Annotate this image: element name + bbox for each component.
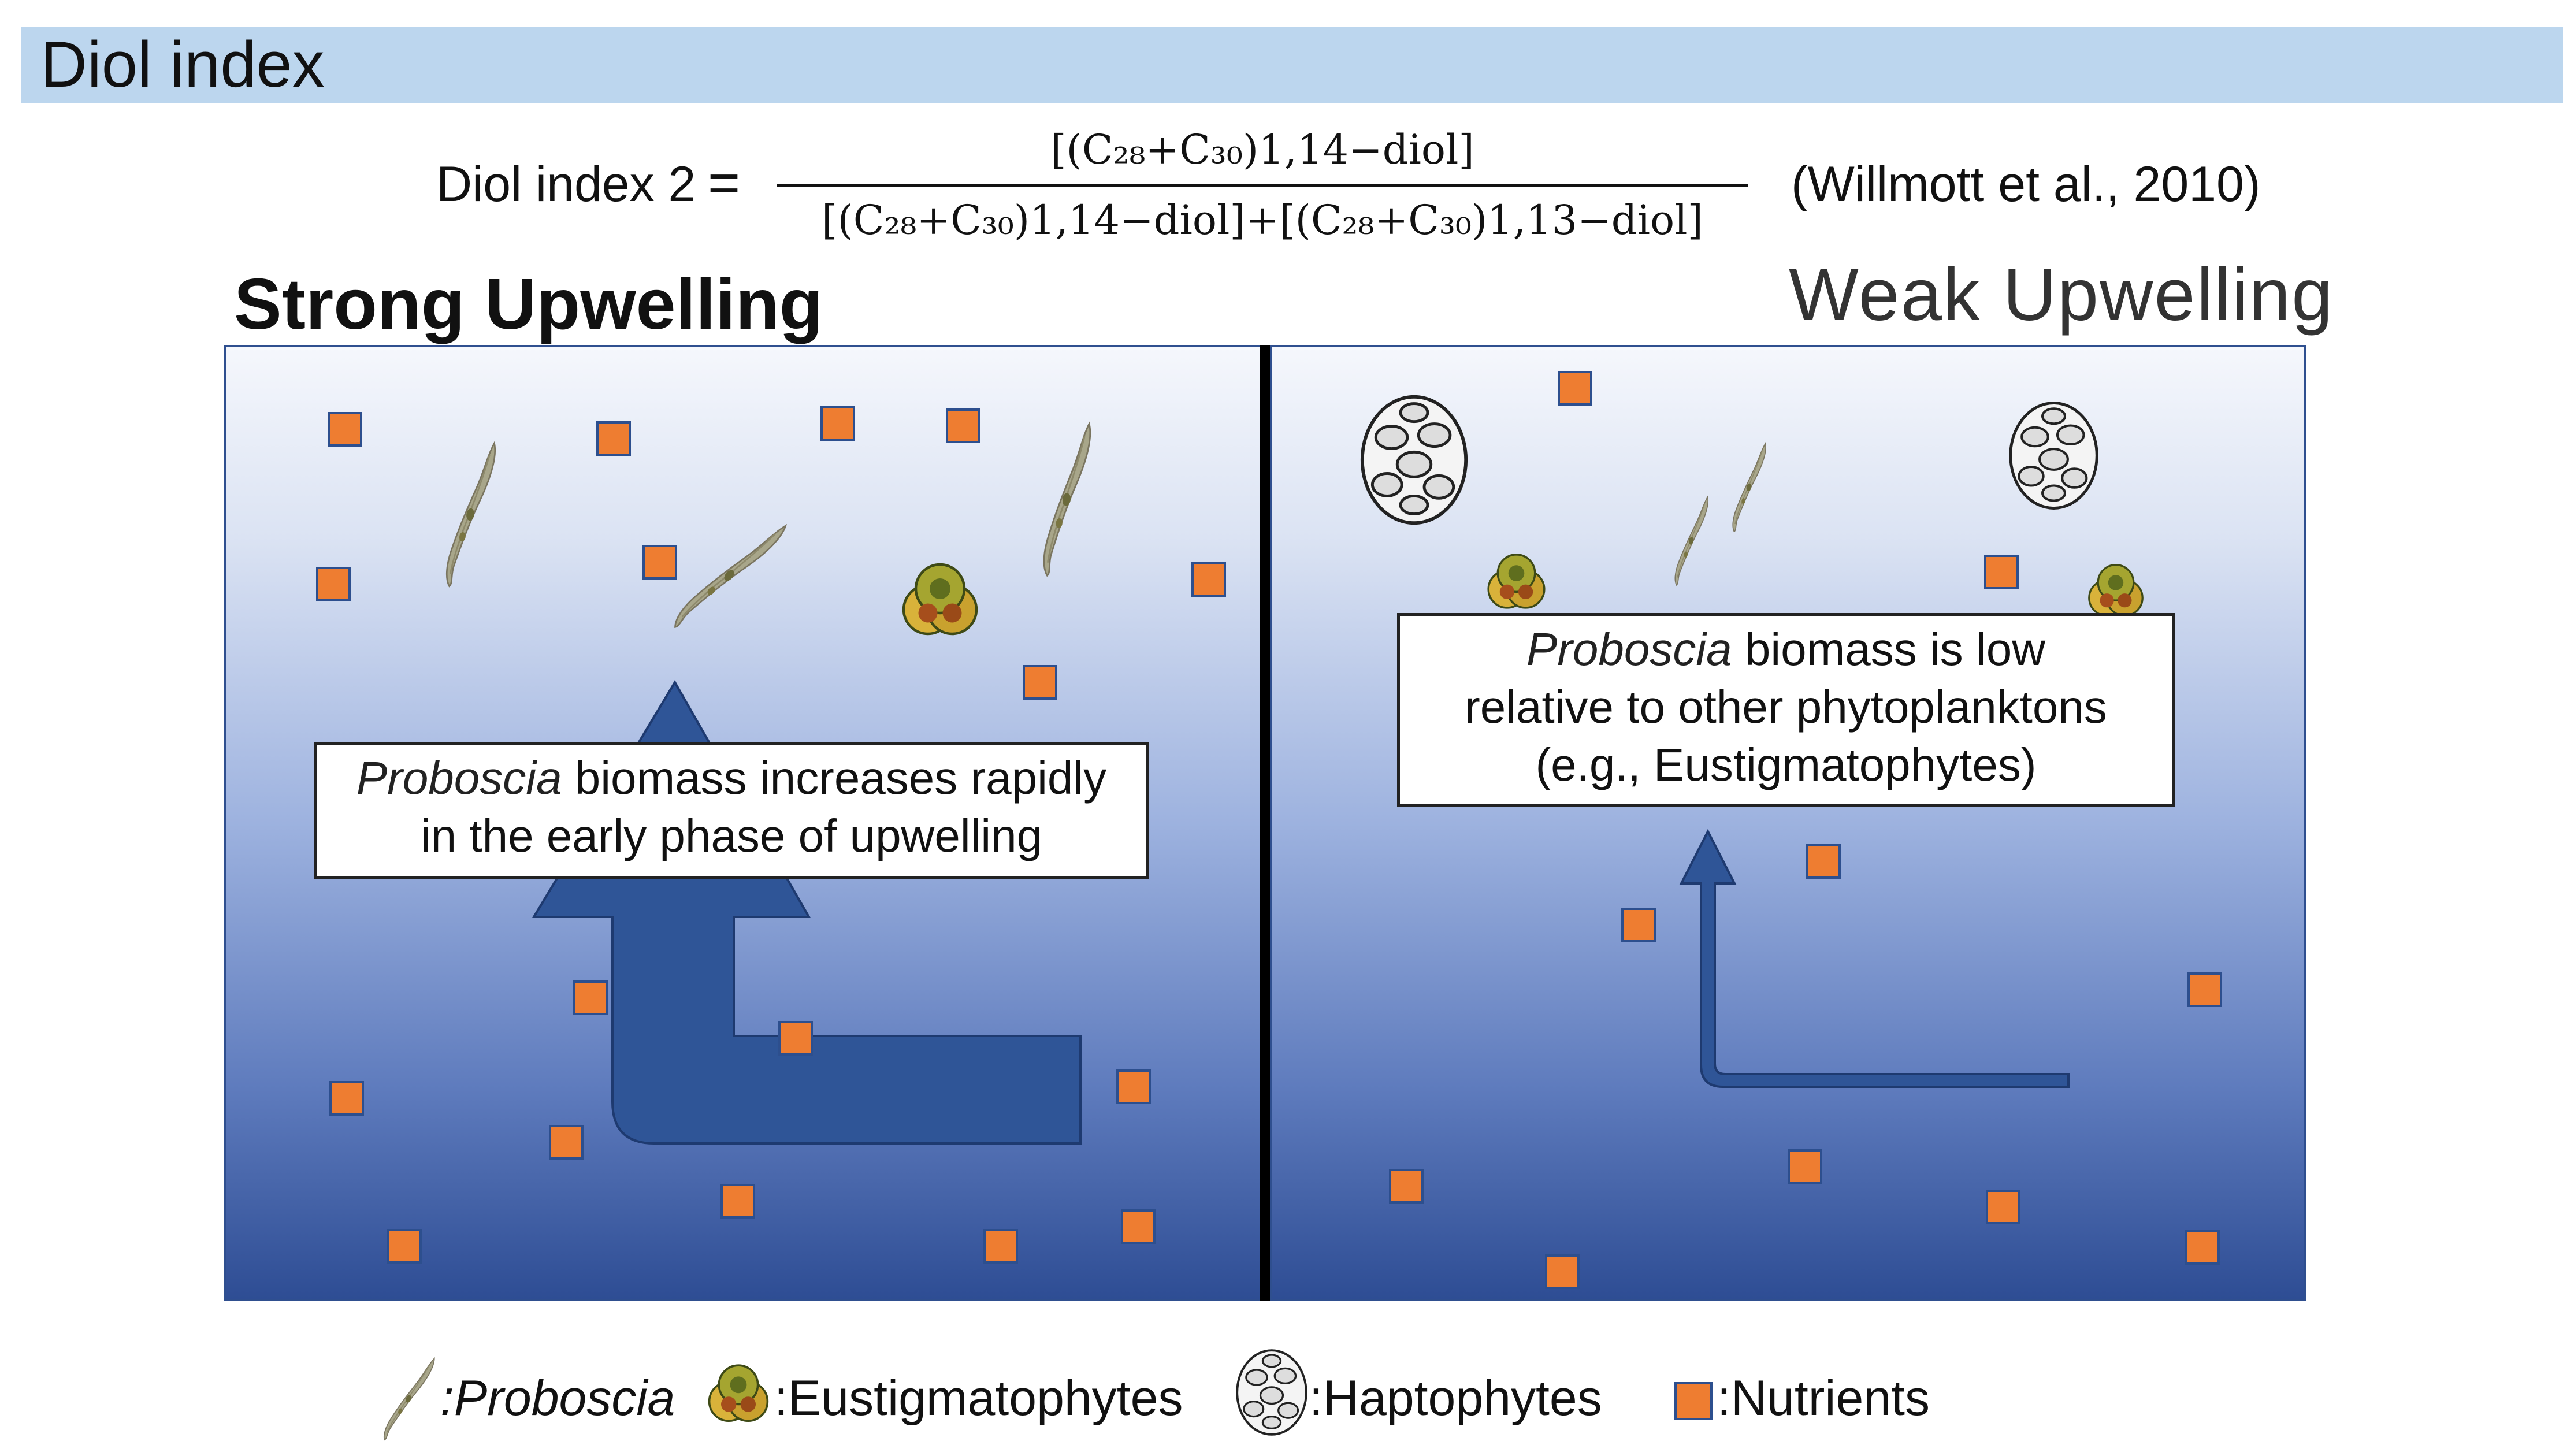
eustigmatophyte-cell-icon [2088,563,2144,617]
proboscia-diatom-icon [1673,493,1710,589]
callout-species-name: Proboscia [356,752,562,804]
nutrient-square-icon [1984,555,2019,589]
nutrient-square-icon [387,1229,422,1264]
nutrient-square-icon [329,1081,364,1116]
nutrient-square-icon [1806,844,1841,879]
strong-upwelling-label: Strong Upwelling [234,265,823,344]
proboscia-diatom-icon [381,1350,437,1447]
nutrient-square-icon [1389,1169,1424,1204]
formula-equals: = [708,152,741,214]
nutrient-square-icon [778,1021,813,1056]
coccolithophore-icon [1362,397,1466,523]
nutrient-square-icon [1545,1254,1580,1289]
callout-line-2: relative to other phytoplanktons [1465,681,2107,733]
nutrient-square-icon [1558,371,1592,406]
coccolithophore-icon [2011,403,2097,508]
nutrient-square-icon [1674,1382,1713,1420]
weak-upwelling-panel: Proboscia biomass is low relative to oth… [1270,345,2306,1301]
weak-upwelling-artwork [1272,347,2144,1088]
upwelling-arrow-icon [1679,829,2070,1088]
eustigmatophyte-cell-icon [708,1364,769,1422]
page-title: Diol index [40,28,325,101]
nutrient-square-icon [1023,665,1057,700]
callout-line-1: biomass is low [1732,623,2046,675]
nutrient-square-icon [642,545,677,580]
formula-citation: (Willmott et al., 2010) [1791,157,2261,212]
eustigmatophyte-cell-icon [904,564,976,634]
legend-proboscia: :Proboscia [440,1370,675,1426]
nutrient-square-icon [2185,1230,2220,1265]
callout-line-2: in the early phase of upwelling [420,810,1043,861]
nutrient-square-icon [983,1229,1018,1264]
legend-eustigmatophytes: :Eustigmatophytes [774,1370,1183,1426]
nutrient-square-icon [1116,1069,1151,1104]
nutrient-square-icon [1121,1209,1156,1244]
callout-line-1: biomass increases rapidly [562,752,1107,804]
title-bar: Diol index [21,27,2563,103]
legend: :Proboscia :Eustigmatophytes :Haptophyte… [0,1346,2563,1456]
nutrient-square-icon [316,567,351,601]
coccolithophore-icon [1236,1349,1307,1436]
strong-upwelling-panel: Proboscia biomass increases rapidly in t… [224,345,1263,1301]
proboscia-diatom-icon [1041,419,1093,580]
fraction-bar [777,184,1748,187]
nutrient-square-icon [1621,908,1656,942]
callout-species-name: Proboscia [1526,623,1732,675]
nutrient-square-icon [328,412,362,447]
nutrient-square-icon [720,1184,755,1219]
formula-denominator: [(C₂₈+C₃₀)1,14−diol]+[(C₂₈+C₃₀)1,13−diol… [822,196,1703,244]
nutrient-square-icon [1788,1149,1822,1184]
nutrient-square-icon [549,1125,584,1160]
panel-divider [1260,345,1272,1301]
formula-numerator: [(C₂₈+C₃₀)1,14−diol] [1050,126,1474,173]
legend-haptophytes: :Haptophytes [1309,1370,1602,1426]
proboscia-diatom-icon [443,438,498,592]
proboscia-diatom-icon [1730,439,1768,536]
weak-upwelling-callout: Proboscia biomass is low relative to oth… [1397,613,2175,807]
nutrient-square-icon [946,408,980,443]
formula-label: Diol index 2 [436,157,696,212]
nutrient-square-icon [2187,972,2222,1007]
nutrient-square-icon [596,421,631,456]
nutrient-square-icon [820,406,855,441]
eustigmatophyte-cell-icon [1487,554,1546,609]
strong-upwelling-callout: Proboscia biomass increases rapidly in t… [314,742,1149,879]
nutrient-square-icon [1191,562,1226,597]
callout-line-3: (e.g., Eustigmatophytes) [1535,739,2037,790]
proboscia-diatom-icon [670,506,789,645]
nutrient-square-icon [573,980,608,1015]
weak-upwelling-label: Weak Upwelling [1789,254,2334,336]
nutrient-square-icon [1986,1190,2020,1224]
legend-nutrients: :Nutrients [1717,1370,1930,1426]
